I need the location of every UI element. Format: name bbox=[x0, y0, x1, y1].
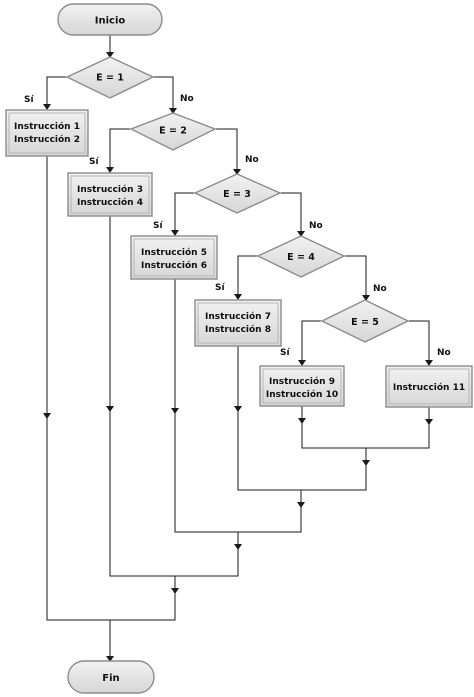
arrowhead bbox=[362, 460, 370, 466]
no-label: No bbox=[245, 155, 259, 165]
branch-labels: Sí No Sí No Sí No Sí No Sí No bbox=[24, 94, 451, 358]
yes-label: Sí bbox=[215, 283, 225, 293]
process-1: Instrucción 1 Instrucción 2 bbox=[5, 109, 89, 157]
arrowhead bbox=[233, 169, 241, 175]
edge-merge-5 bbox=[301, 406, 430, 449]
decision-label: E = 1 bbox=[96, 73, 124, 84]
edge-d5-yes bbox=[301, 320, 322, 364]
end-label: Fin bbox=[102, 673, 119, 684]
process-line: Instrucción 8 bbox=[205, 324, 271, 335]
arrowhead bbox=[43, 104, 51, 110]
arrowhead bbox=[106, 656, 114, 662]
yes-label: Sí bbox=[24, 95, 34, 105]
decision-label: E = 4 bbox=[287, 252, 315, 263]
process-line: Instrucción 4 bbox=[77, 197, 143, 208]
edge-d1-no bbox=[153, 76, 174, 112]
edge-d3-no bbox=[280, 192, 302, 235]
arrowhead bbox=[298, 418, 306, 424]
yes-label: Sí bbox=[153, 221, 163, 231]
decision-e1: E = 1 bbox=[65, 56, 155, 99]
edge-d2-no bbox=[215, 128, 238, 173]
end-terminator: Fin bbox=[67, 660, 155, 694]
no-label: No bbox=[309, 221, 323, 231]
edge-d4-yes bbox=[237, 255, 258, 298]
no-label: No bbox=[437, 348, 451, 358]
arrowhead bbox=[106, 167, 114, 173]
arrowhead bbox=[234, 294, 242, 300]
arrowhead bbox=[106, 406, 114, 412]
edge-d1-yes bbox=[46, 76, 67, 108]
process-4: Instrucción 7 Instrucción 8 bbox=[194, 299, 282, 347]
decision-label: E = 3 bbox=[223, 189, 251, 200]
arrowhead bbox=[362, 295, 370, 301]
edge-d4-no bbox=[344, 255, 367, 299]
arrowhead bbox=[234, 406, 242, 412]
arrowhead bbox=[171, 408, 179, 414]
arrowhead bbox=[425, 360, 433, 366]
arrowhead bbox=[298, 360, 306, 366]
process-line: Instrucción 5 bbox=[141, 247, 207, 258]
decision-label: E = 5 bbox=[351, 317, 379, 328]
arrowhead bbox=[171, 230, 179, 236]
no-label: No bbox=[373, 284, 387, 294]
process-line: Instrucción 6 bbox=[141, 260, 207, 271]
yes-label: Sí bbox=[89, 157, 99, 167]
edge-merge-4 bbox=[237, 346, 367, 491]
decision-e2: E = 2 bbox=[129, 112, 217, 151]
edge-d5-no bbox=[408, 320, 430, 364]
process-6: Instrucción 11 bbox=[385, 365, 473, 408]
arrowhead bbox=[297, 231, 305, 237]
process-2: Instrucción 3 Instrucción 4 bbox=[67, 172, 153, 217]
decision-label: E = 2 bbox=[159, 126, 187, 137]
decision-e5: E = 5 bbox=[320, 299, 410, 343]
arrowhead bbox=[43, 413, 51, 419]
decision-e4: E = 4 bbox=[256, 235, 346, 278]
arrowhead bbox=[171, 588, 179, 594]
edge-d3-yes bbox=[174, 192, 195, 234]
connectors bbox=[46, 35, 430, 660]
process-line: Instrucción 2 bbox=[14, 134, 80, 145]
arrowhead bbox=[234, 544, 242, 550]
arrowhead bbox=[297, 502, 305, 508]
process-5: Instrucción 9 Instrucción 10 bbox=[259, 365, 345, 407]
edge-merge-2 bbox=[109, 216, 239, 577]
start-label: Inicio bbox=[95, 16, 126, 27]
arrowhead bbox=[169, 108, 177, 114]
process-line: Instrucción 3 bbox=[77, 184, 143, 195]
process-line: Instrucción 9 bbox=[269, 376, 335, 387]
arrowhead bbox=[106, 52, 114, 58]
yes-label: Sí bbox=[280, 348, 290, 358]
process-line: Instrucción 7 bbox=[205, 311, 271, 322]
arrowhead bbox=[425, 419, 433, 425]
start-terminator: Inicio bbox=[57, 3, 163, 36]
process-line: Instrucción 10 bbox=[266, 389, 338, 400]
no-label: No bbox=[180, 94, 194, 104]
process-3: Instrucción 5 Instrucción 6 bbox=[130, 235, 218, 280]
arrowheads bbox=[43, 52, 433, 662]
edge-merge-1 bbox=[46, 156, 176, 621]
decision-e3: E = 3 bbox=[193, 173, 282, 214]
process-line: Instrucción 11 bbox=[393, 382, 465, 393]
process-line: Instrucción 1 bbox=[14, 121, 80, 132]
edge-d2-yes bbox=[109, 128, 131, 171]
